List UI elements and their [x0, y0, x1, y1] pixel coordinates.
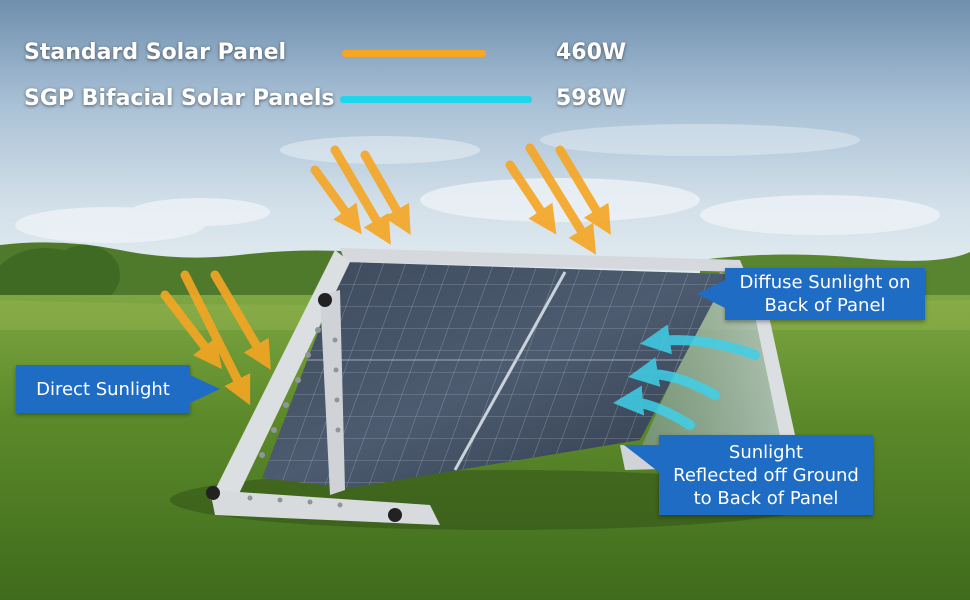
direct-sunlight-arrows	[160, 143, 611, 406]
clouds	[15, 124, 940, 243]
legend-bifacial-line	[340, 96, 532, 103]
callout-diffuse-text: Diffuse Sunlight on Back of Panel	[739, 272, 911, 316]
reflected-sunlight-arrows	[613, 324, 760, 430]
callout-diffuse-sunlight: Diffuse Sunlight on Back of Panel	[725, 268, 925, 320]
legend-standard-label: Standard Solar Panel	[24, 40, 287, 65]
callout-direct-pointer	[190, 375, 220, 403]
legend-standard-value: 460W	[556, 40, 627, 65]
legend-bifacial-value: 598W	[556, 86, 627, 111]
legend-standard-line	[342, 50, 486, 57]
callout-reflected-pointer	[624, 445, 660, 473]
callout-diffuse-pointer	[697, 280, 725, 308]
callout-direct-text: Direct Sunlight	[36, 378, 170, 400]
callout-direct-sunlight: Direct Sunlight	[16, 365, 190, 413]
callout-reflected-sunlight: Sunlight Reflected off Ground to Back of…	[659, 435, 873, 515]
legend-bifacial-label: SGP Bifacial Solar Panels	[24, 86, 335, 111]
callout-reflected-text: Sunlight Reflected off Ground to Back of…	[673, 441, 859, 509]
